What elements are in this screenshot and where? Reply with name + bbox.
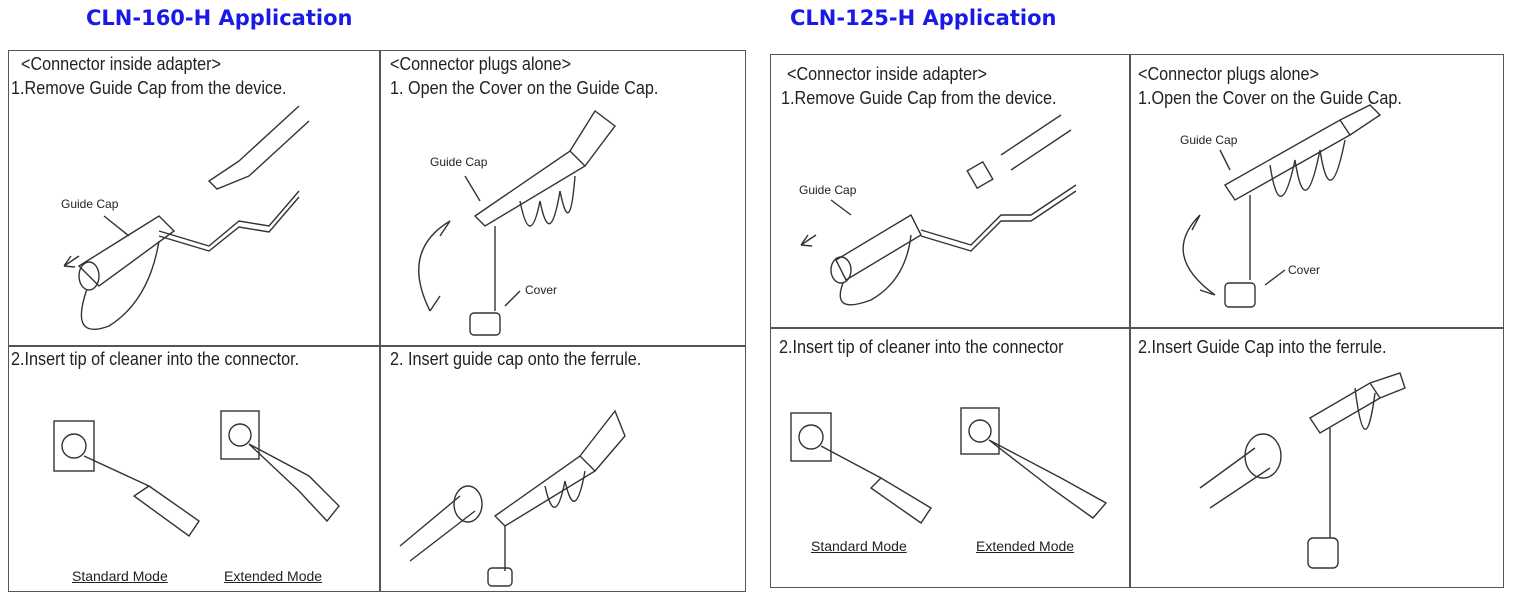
open-cover-illustration (418, 109, 616, 336)
cover-label: Cover (525, 283, 558, 297)
step-text: 1.Open the Cover on the Guide Cap. (1138, 88, 1402, 108)
open-cover-illustration (1182, 104, 1382, 308)
step-text: 1. Open the Cover on the Guide Cap. (390, 78, 659, 98)
step-open-cover: <Connector plugs alone> 1. Open the Cove… (380, 51, 746, 345)
step-open-cover: <Connector plugs alone> 1.Open the Cover… (1130, 55, 1503, 327)
divider (1129, 55, 1131, 587)
step-text: 2. Insert guide cap onto the ferrule. (390, 349, 642, 369)
heading: <Connector inside adapter> (787, 64, 987, 84)
cover-label: Cover (1288, 263, 1321, 277)
guide-cap-label: Guide Cap (61, 197, 119, 211)
step-remove-guide-cap: <Connector inside adapter> 1.Remove Guid… (771, 55, 1129, 327)
step-insert-guide-cap: 2. Insert guide cap onto the ferrule. (380, 346, 746, 591)
guide-cap-label: Guide Cap (1180, 133, 1238, 147)
remove-guide-cap-illustration (800, 114, 1077, 306)
step-insert-tip: 2.Insert tip of cleaner into the connect… (9, 346, 379, 591)
step-insert-guide-cap: 2.Insert Guide Cap into the ferrule. (1130, 328, 1503, 587)
guide-cap-label: Guide Cap (799, 183, 857, 197)
step-insert-tip: 2.Insert tip of cleaner into the connect… (771, 328, 1129, 587)
cln-125-instruction-table: <Connector inside adapter> 1.Remove Guid… (770, 54, 1504, 588)
extended-mode-label: Extended Mode (224, 568, 323, 584)
step-text: 2.Insert tip of cleaner into the connect… (779, 337, 1064, 357)
heading: <Connector plugs alone> (1138, 64, 1320, 84)
guide-cap-label: Guide Cap (430, 155, 488, 169)
insert-guide-cap-illustration (1199, 372, 1406, 569)
cln-125-title: CLN-125-H Application (790, 6, 1057, 30)
divider (771, 327, 1503, 329)
divider (379, 51, 381, 591)
divider (9, 345, 745, 347)
remove-guide-cap-illustration (63, 105, 310, 331)
extended-mode-label: Extended Mode (976, 538, 1075, 554)
standard-mode-label: Standard Mode (72, 568, 168, 584)
step-remove-guide-cap: <Connector inside adapter> 1.Remove Guid… (9, 51, 379, 345)
standard-mode-label: Standard Mode (811, 538, 907, 554)
insert-guide-cap-illustration (399, 409, 626, 587)
heading: <Connector plugs alone> (390, 54, 572, 74)
cln-160-instruction-table: <Connector inside adapter> 1.Remove Guid… (8, 50, 746, 592)
insert-tip-illustration (790, 407, 1108, 524)
insert-tip-illustration (53, 410, 340, 537)
heading: <Connector inside adapter> (21, 54, 221, 74)
cln-160-title: CLN-160-H Application (86, 6, 353, 30)
step-text: 2.Insert Guide Cap into the ferrule. (1138, 337, 1387, 357)
step-text: 1.Remove Guide Cap from the device. (781, 88, 1057, 108)
step-text: 2.Insert tip of cleaner into the connect… (11, 349, 300, 369)
step-text: 1.Remove Guide Cap from the device. (11, 78, 287, 98)
